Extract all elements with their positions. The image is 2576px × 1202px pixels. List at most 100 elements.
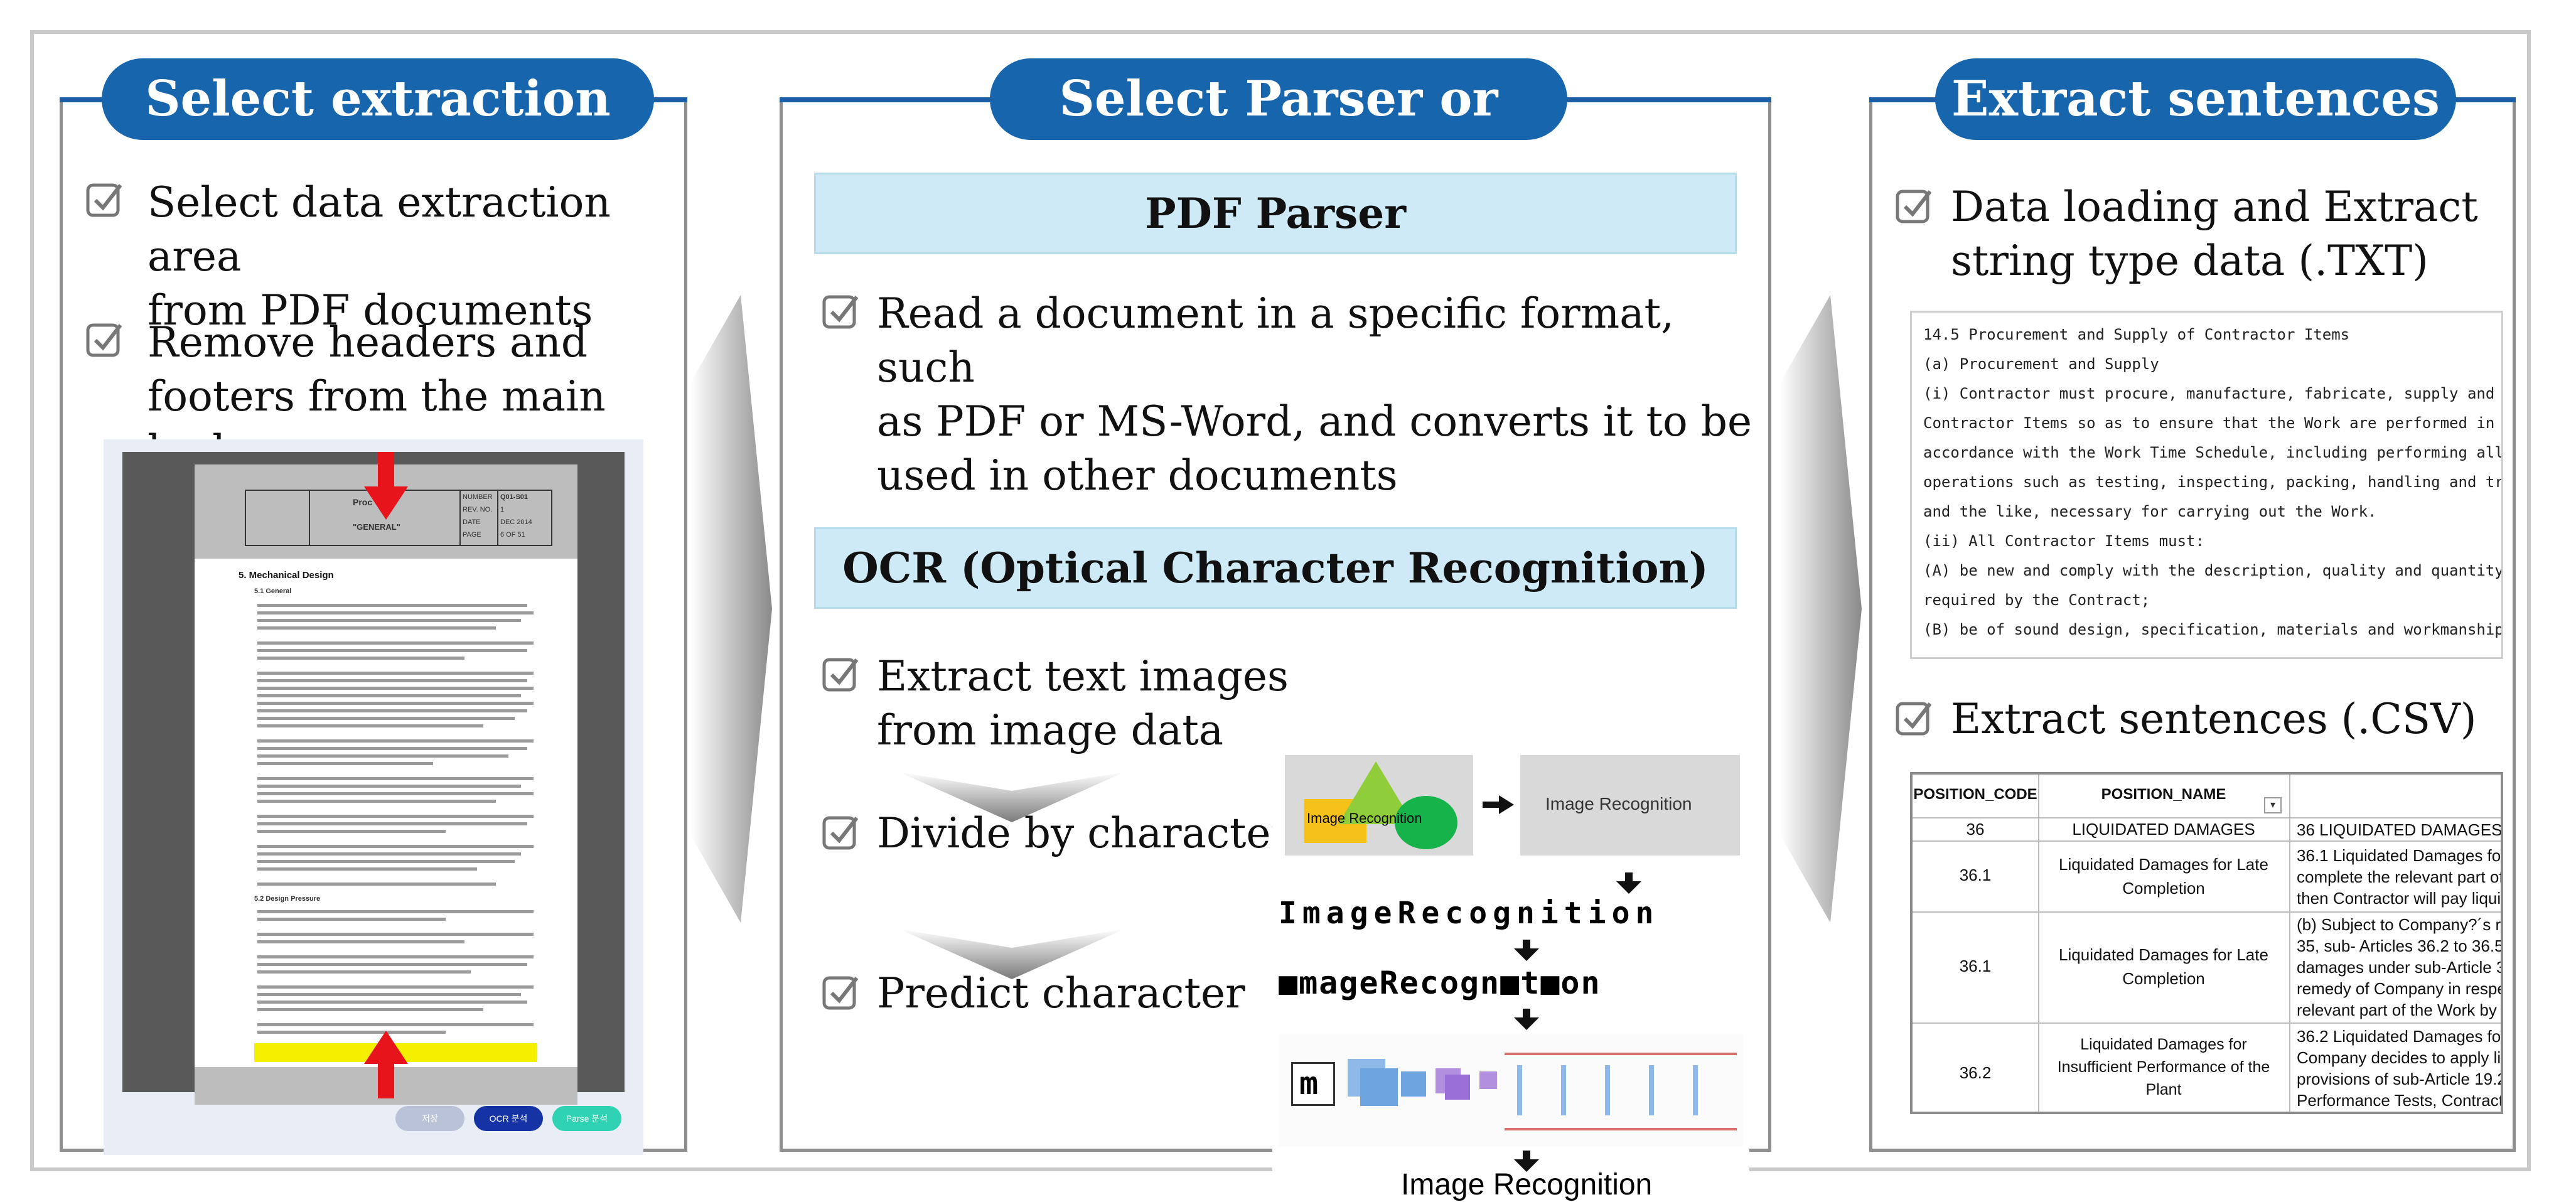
sentence-line: complete the relevant part of the xyxy=(2297,867,2503,886)
position-name: Liquidated Damages for Late Completion xyxy=(2059,945,2268,988)
arrow-down-icon xyxy=(1514,1151,1539,1172)
number-value: Q01-S01 xyxy=(500,493,529,501)
date-label: DATE xyxy=(463,518,481,526)
header-title: "GENERAL" xyxy=(353,522,400,532)
pdf-preview: Proc "GENERAL" NUMBER Q01-S01 REV. NO. 1… xyxy=(104,439,643,1155)
bullet-text: Read a document in a specific format, su… xyxy=(877,287,1768,503)
image-box-label: Image Recognition xyxy=(1307,810,1422,826)
sentence-line: 36.1 Liquidated Damages for Late xyxy=(2297,846,2501,865)
txt-line: operations such as testing, inspecting, … xyxy=(1923,473,2503,491)
txt-line: (a) Procurement and Supply xyxy=(1923,355,2159,373)
bullet-text: Data loading and Extract string type dat… xyxy=(1951,180,2478,288)
ocr-step-text: Predict character xyxy=(877,969,1245,1017)
bullet-line: Extract text images xyxy=(877,652,1289,700)
txt-line: Contractor Items so as to ensure that th… xyxy=(1923,414,2495,432)
save-button[interactable]: 저장 xyxy=(395,1106,464,1131)
arrow-down-icon xyxy=(1514,940,1539,961)
triangle-shape xyxy=(1338,761,1414,824)
ocr-step-text: Extract text images from image data xyxy=(877,650,1289,758)
ocr-analyze-button[interactable]: OCR 분석 xyxy=(474,1106,543,1131)
ocr-illustration: Image Recognition Image Recognition Imag… xyxy=(1272,744,1749,1202)
checkbox-icon xyxy=(1896,702,1932,736)
date-value: DEC 2014 xyxy=(500,518,532,526)
checkbox-icon xyxy=(822,658,859,692)
final-recognized-text: Image Recognition xyxy=(1401,1168,1653,1201)
bullet-line: Read a document in a specific format, su… xyxy=(877,289,1675,392)
sentence-line: (b) Subject to Company?´s rights xyxy=(2297,915,2501,934)
txt-line: and the like, necessary for carrying out… xyxy=(1923,503,2377,520)
sentence-line: 36 LIQUIDATED DAMAGES xyxy=(2297,820,2503,839)
sentence-line: then Contractor will pay liquidate xyxy=(2297,889,2501,908)
checkbox-icon xyxy=(822,976,859,1010)
flow-arrow-icon xyxy=(1780,295,1862,923)
sentence-text: 36.1 Liquidated Damages for Late complet… xyxy=(2297,845,2503,909)
bullet-line: Remove headers and xyxy=(148,318,588,367)
rev-label: REV. NO. xyxy=(463,506,493,513)
sentence-line: 35, sub- Articles 36.2 to 36.5 and A xyxy=(2297,936,2503,955)
image-sample-box: Image Recognition xyxy=(1285,755,1473,856)
bullet-line: Select data extraction area xyxy=(148,178,611,281)
sentence-line: relevant part of the Work by the C xyxy=(2297,1001,2501,1019)
arrow-up-icon xyxy=(364,1031,408,1098)
chevron-down-icon xyxy=(899,772,1125,822)
bullet-line: used in other documents xyxy=(877,451,1398,500)
column-header[interactable]: POSITION_CODE xyxy=(1913,786,2037,803)
subsection-title: 5.2 Design Pressure xyxy=(254,895,321,903)
sentence-line: provisions of sub-Article 19.2(f) du xyxy=(2297,1070,2501,1088)
sentence-line: damages under sub-Article 36.1(a) xyxy=(2297,958,2501,977)
checkbox-icon xyxy=(86,323,122,357)
pdf-parser-heading: PDF Parser xyxy=(814,173,1737,254)
txt-line: (B) be of sound design, specification, m… xyxy=(1923,621,2503,638)
position-name: Liquidated Damages for Late Completion xyxy=(2059,855,2268,898)
panel-title: Select extraction area xyxy=(102,58,654,209)
green-circle xyxy=(1395,796,1457,849)
bullet-line: as PDF or MS-Word, and converts it to be xyxy=(877,397,1752,446)
number-label: NUMBER xyxy=(463,493,493,501)
page-label: PAGE xyxy=(463,531,481,539)
sentence-text: 36 LIQUIDATED DAMAGES xyxy=(2297,820,2503,840)
sentence-line: Company decides to apply liquida xyxy=(2297,1048,2501,1067)
header-prefix: Proc xyxy=(353,497,373,507)
pdf-page[interactable]: Proc "GENERAL" NUMBER Q01-S01 REV. NO. 1… xyxy=(195,464,577,1105)
txt-line: required by the Contract; xyxy=(1923,591,2150,609)
column-header[interactable]: POSITION_NAME xyxy=(2101,786,2226,803)
sentence-text: 36.2 Liquidated Damages for Insuf Compan… xyxy=(2297,1026,2503,1111)
rev-value: 1 xyxy=(500,506,505,513)
spaced-text: ImageRecognition xyxy=(1279,896,1660,931)
segmented-text: ■mageRecogn■t■on xyxy=(1279,965,1601,1001)
parse-analyze-button[interactable]: Parse 분석 xyxy=(552,1106,621,1131)
bullet-text: Extract sentences (.CSV) xyxy=(1951,695,2477,743)
csv-table: POSITION_CODE POSITION_NAME ▾ 36 LIQUIDA… xyxy=(1910,772,2503,1114)
checkbox-icon xyxy=(822,816,859,850)
ocr-heading: OCR (Optical Character Recognition) xyxy=(814,527,1737,609)
filter-icon[interactable]: ▾ xyxy=(2264,797,2282,813)
arrow-right-icon xyxy=(1483,795,1514,814)
position-name: Liquidated Damages for Insufficient Perf… xyxy=(2057,1036,2270,1098)
page-value: 6 OF 51 xyxy=(500,531,525,539)
pdf-viewer-background: Proc "GENERAL" NUMBER Q01-S01 REV. NO. 1… xyxy=(122,452,625,1105)
panel-title: Extract sentences xyxy=(1935,58,2456,140)
txt-line: (ii) All Contractor Items must: xyxy=(1923,532,2204,550)
section-title: 5. Mechanical Design xyxy=(239,570,334,581)
checkbox-icon xyxy=(86,183,122,217)
sentence-text: (b) Subject to Company?´s rights 35, sub… xyxy=(2297,914,2503,1021)
nn-input-char: m xyxy=(1299,1065,1319,1102)
panel-extract-sentences: Extract sentences Data loading and Extra… xyxy=(1869,58,2516,1152)
ocr-step-text: Divide by character xyxy=(877,809,1291,857)
position-code: 36.1 xyxy=(1959,957,1992,975)
bullet-line: from PDF documents xyxy=(148,286,593,335)
panel-select-parser-or-ocr: Select Parser or OCR PDF Parser Read a d… xyxy=(780,58,1771,1202)
sentence-line: 36.2 Liquidated Damages for Insuf xyxy=(2297,1027,2501,1046)
recognized-text-box: Image Recognition xyxy=(1520,755,1740,856)
bullet-line: string type data (.TXT) xyxy=(1951,237,2428,285)
position-code: 36.1 xyxy=(1959,866,1992,884)
sentence-line: Performance Tests, Contractor will xyxy=(2297,1091,2503,1110)
txt-preview: 14.5 Procurement and Supply of Contracto… xyxy=(1910,311,2503,659)
chevron-down-icon xyxy=(899,929,1125,979)
checkbox-icon xyxy=(1896,190,1932,223)
bullet-line: from image data xyxy=(877,706,1224,754)
checkbox-icon xyxy=(822,295,859,329)
txt-line: (A) be new and comply with the descripti… xyxy=(1923,562,2503,579)
arrow-down-icon xyxy=(364,452,408,520)
position-code: 36.2 xyxy=(1959,1063,1992,1082)
